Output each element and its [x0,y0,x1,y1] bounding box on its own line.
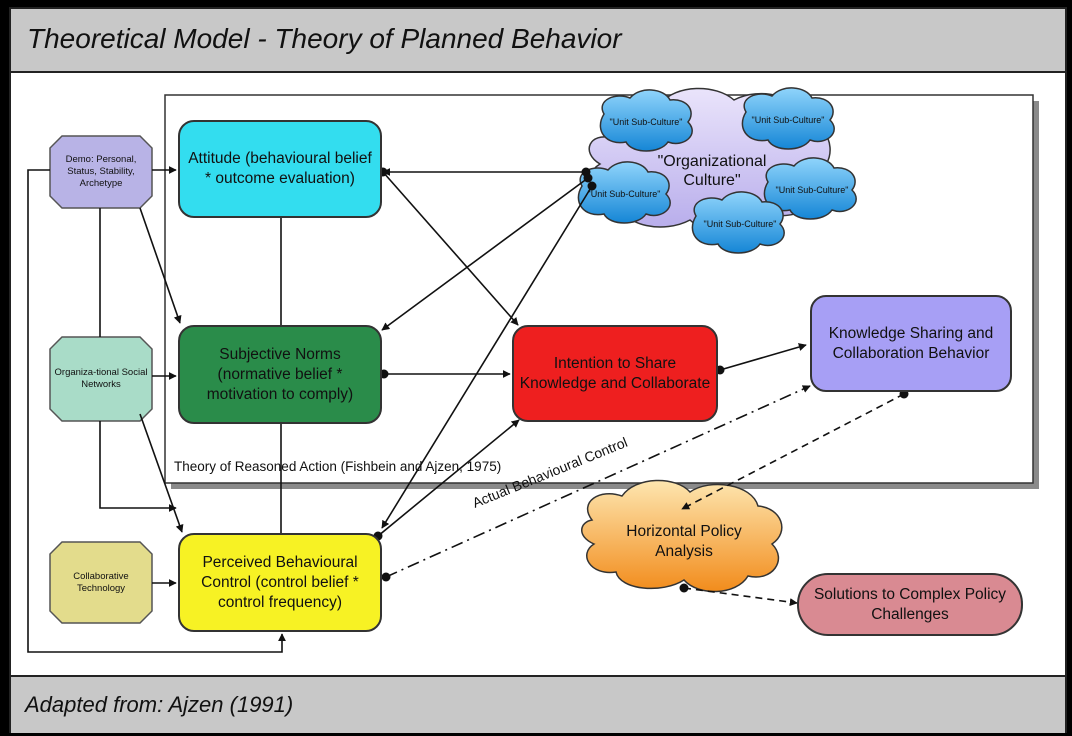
title-bar: Theoretical Model - Theory of Planned Be… [11,9,1065,73]
sub-culture-label: "Unit Sub-Culture" [751,114,825,125]
solutions-node: Solutions to Complex Policy Challenges [797,573,1023,636]
sub-culture-label: "Unit Sub-Culture" [609,116,683,127]
tech-octagon [49,541,153,624]
footer-bar: Adapted from: Ajzen (1991) [11,675,1065,733]
pbc-node: Perceived Behavioural Control (control b… [178,533,382,632]
policy-analysis-label: Horizontal Policy Analysis [626,523,742,560]
tech-node: Collaborative Technology [73,571,129,594]
sub-culture-label: "Unit Sub-Culture" [703,218,777,229]
networks-node: Organiza-tional Social Networks [54,367,148,390]
subjective-norms-node: Subjective Norms (normative belief * mot… [178,325,382,424]
attitude-node: Attitude (behavioural belief * outcome e… [178,120,382,218]
sub-culture-label: "Unit Sub-Culture" [775,184,849,195]
page-title: Theoretical Model - Theory of Planned Be… [27,23,622,54]
sub-culture-label: "Unit Sub-Culture" [587,188,661,199]
networks-octagon [49,336,153,422]
org-culture-label: "Organizational Culture" [657,153,767,189]
intention-node: Intention to Share Knowledge and Collabo… [512,325,718,422]
dashed-arrows [381,385,909,607]
demo-node: Demo: Personal, Status, Stability, Arche… [65,154,137,189]
behavior-node: Knowledge Sharing and Collaboration Beha… [810,295,1012,392]
sub-culture-clouds [577,87,857,254]
connector-lines [99,208,282,535]
footer-citation: Adapted from: Ajzen (1991) [25,692,294,717]
tra-label: Theory of Reasoned Action (Fishbein and … [174,459,502,474]
